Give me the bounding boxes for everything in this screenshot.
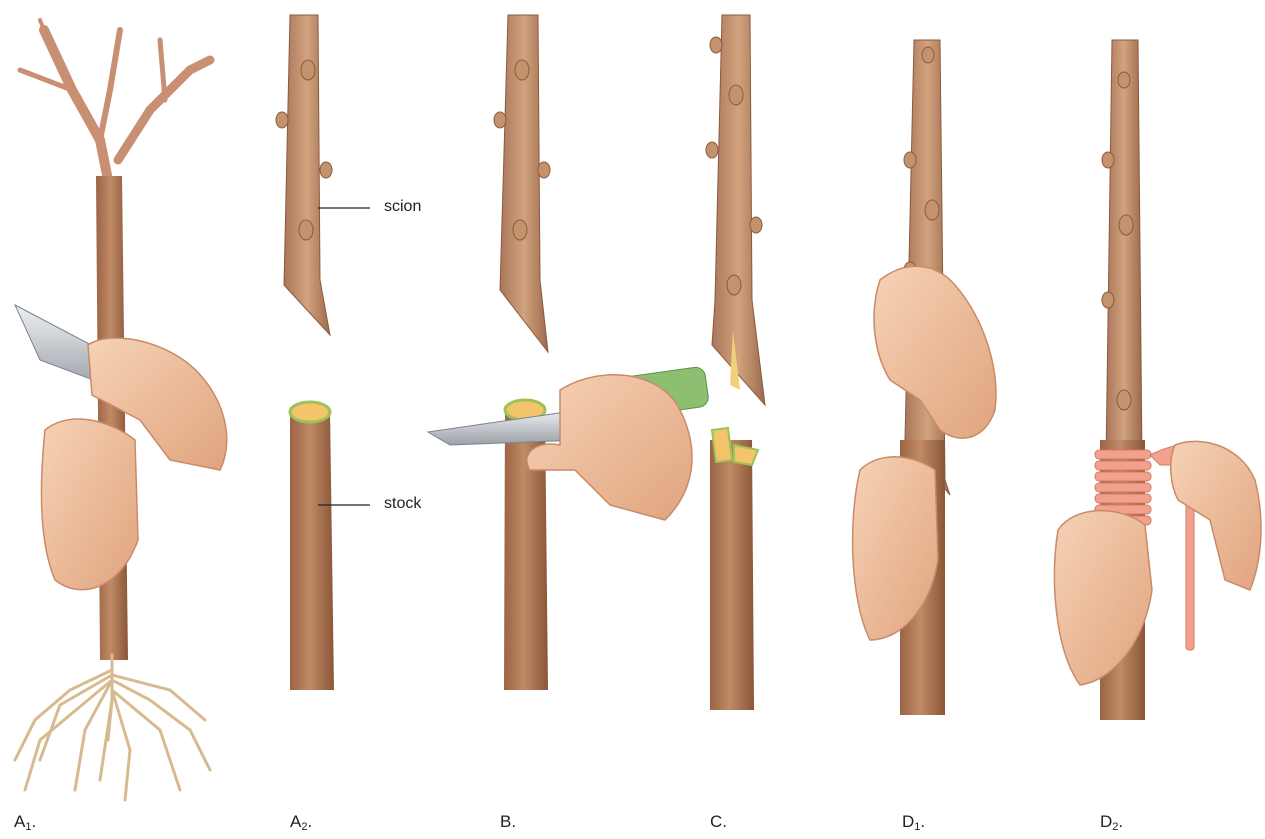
- panel-a2-scion-stock: [276, 15, 370, 690]
- panel-label-a2: A2.: [290, 812, 312, 833]
- hand-icon: [1054, 441, 1261, 685]
- hand-icon: [41, 338, 226, 590]
- panel-label-a1: A1.: [14, 812, 36, 833]
- hand-icon: [527, 375, 692, 520]
- stock-split-c: [712, 428, 732, 462]
- panel-label-d1: D1.: [902, 812, 925, 833]
- panel-b-split-stock: [428, 15, 710, 690]
- panel-a1-seedling: [15, 20, 227, 800]
- panel-d1-insert-scion: [853, 40, 996, 715]
- branches: [20, 20, 210, 180]
- stock-cut-surface: [290, 402, 330, 422]
- panel-label-c: C.: [710, 812, 727, 832]
- scion-label: scion: [384, 198, 421, 216]
- stock-label: stock: [384, 495, 421, 513]
- scion-stem-c: [712, 15, 765, 405]
- seedling-stem: [96, 176, 128, 660]
- panel-label-b: B.: [500, 812, 516, 832]
- stock-stem: [290, 410, 334, 690]
- stock-stem-c: [710, 440, 754, 710]
- panel-label-d2: D2.: [1100, 812, 1123, 833]
- panel-c-wedge-scion: [706, 15, 765, 710]
- roots-icon: [15, 655, 210, 800]
- panel-d2-wrap-graft: [1054, 40, 1261, 720]
